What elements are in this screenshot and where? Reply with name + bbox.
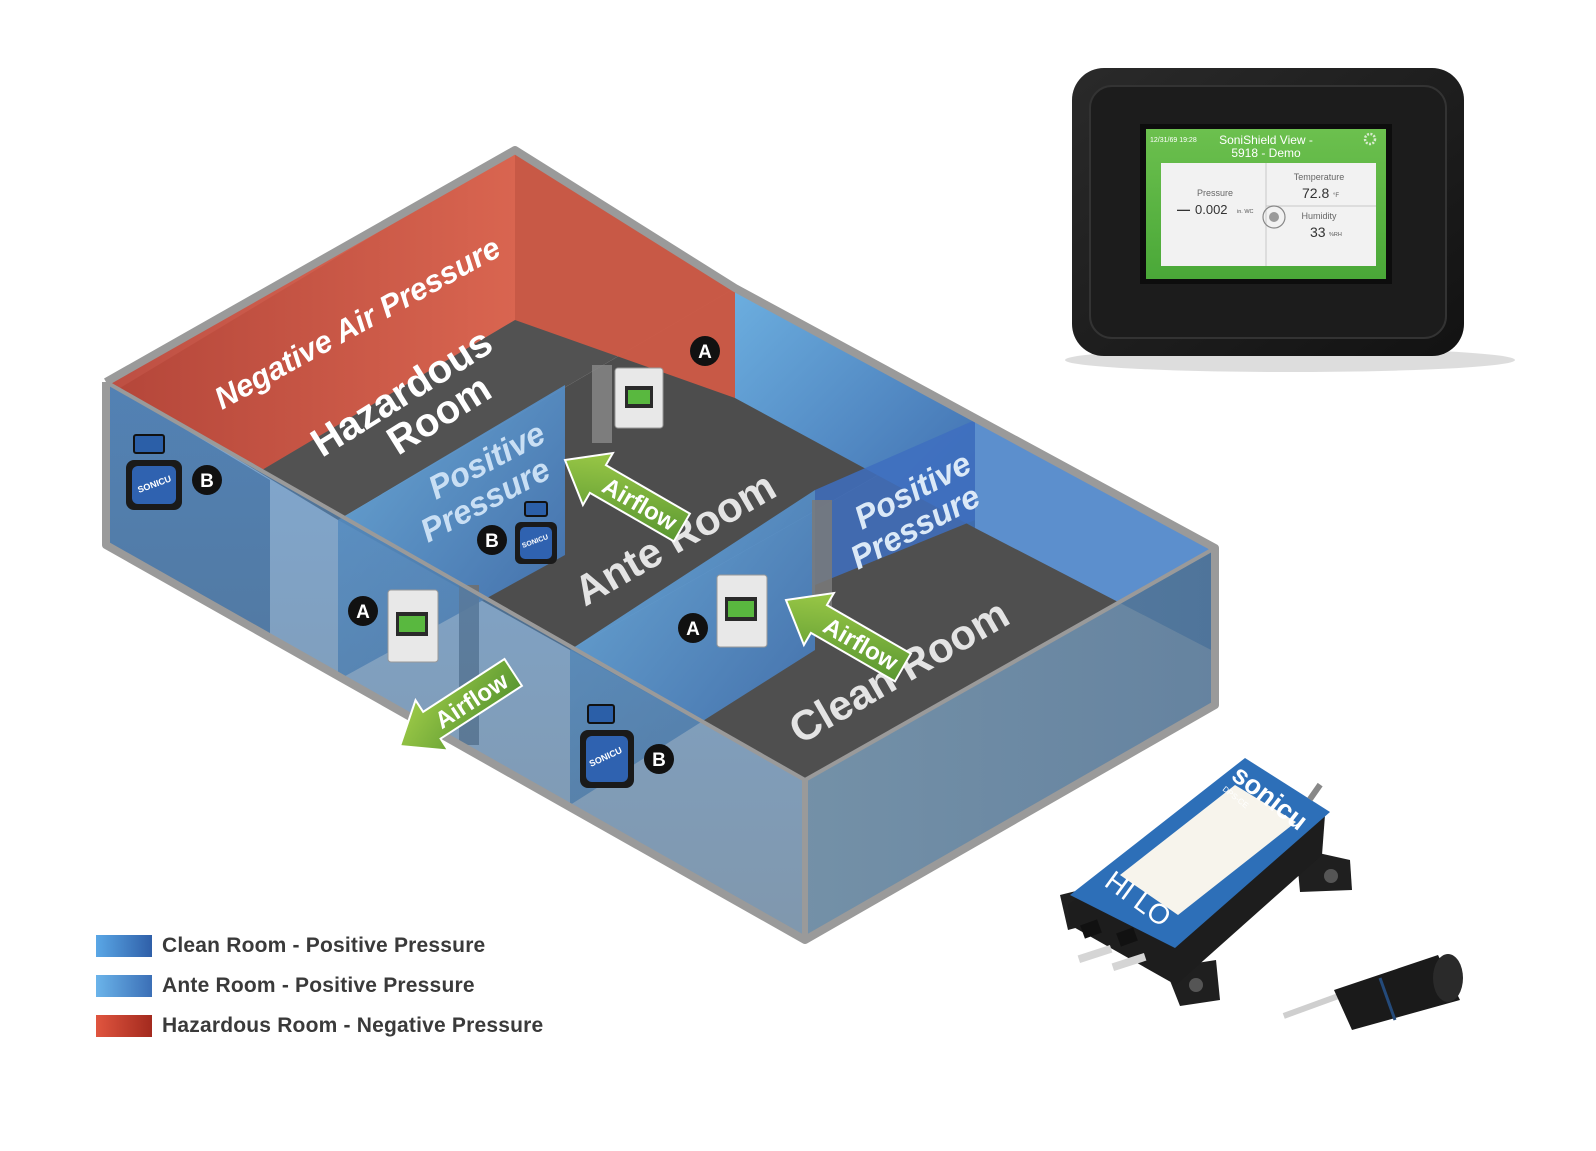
wall-display-a-hazardous — [614, 367, 664, 429]
front-wall-right — [805, 548, 1215, 940]
room-diagram: Negative Air Pressure Positive Pressure … — [102, 146, 1219, 944]
sensor-mount-hole-left — [1189, 978, 1203, 992]
legend-label-clean-room: Clean Room - Positive Pressure — [162, 934, 486, 957]
hazardous-room-back-wall-right — [515, 150, 735, 398]
audio-plug-pin — [1282, 993, 1340, 1019]
door-hazardous — [592, 365, 612, 443]
marker-b-ante: B — [477, 525, 507, 555]
building-outline — [102, 146, 1219, 944]
device-data-panel — [1161, 163, 1376, 266]
svg-text:B: B — [652, 750, 666, 771]
sensor-label-area — [1120, 785, 1296, 915]
positive-pressure-wall-right — [815, 420, 975, 585]
wall-display-a-ante — [387, 589, 439, 663]
sonicu-sensor-clean: SONICU — [580, 704, 634, 788]
sensor-port-hi — [1077, 919, 1113, 964]
humidity-label: Humidity — [1301, 211, 1337, 221]
svg-text:A: A — [686, 619, 700, 640]
legend-swatch-ante-room — [96, 975, 152, 997]
door-clean — [812, 500, 832, 620]
marker-a-hazardous: A — [690, 336, 720, 366]
building-edge-top — [105, 380, 806, 782]
svg-text:A: A — [698, 342, 712, 363]
sensor-side-pin — [1307, 782, 1323, 802]
device-timestamp: 12/31/69 19:28 — [1150, 137, 1197, 144]
legend-swatch-hazardous-room — [96, 1015, 152, 1037]
pressure-sign: — — [1177, 202, 1190, 217]
sensor-port-lo — [1111, 927, 1147, 972]
legend-label-ante-room: Ante Room - Positive Pressure — [162, 974, 475, 997]
sensor-mount-hole-right — [1324, 869, 1338, 883]
marker-a-clean: A — [678, 613, 708, 643]
svg-text:B: B — [485, 531, 499, 552]
hazardous-room-back-wall-left — [106, 150, 515, 470]
gear-icon[interactable] — [1363, 132, 1377, 146]
legend-item-hazardous-room: Hazardous Room - Negative Pressure — [96, 1014, 543, 1038]
device-title-line1: SoniShield View - — [1219, 133, 1313, 147]
building-edge-top-right — [804, 546, 1216, 782]
marker-b-hazardous: B — [192, 465, 222, 495]
temperature-label: Temperature — [1294, 172, 1345, 182]
sonicu-dps-sensor: sonicu DPS-CE HI LO — [1060, 758, 1463, 1030]
wall-display-a-clean — [716, 574, 768, 648]
legend-swatch-clean-room — [96, 935, 152, 957]
sonishield-view-device: 12/31/69 19:28 SoniShield View - 5918 - … — [1065, 68, 1515, 372]
status-indicator-icon — [1262, 205, 1286, 229]
legend-label-hazardous-room: Hazardous Room - Negative Pressure — [162, 1014, 544, 1037]
legend-item-clean-room: Clean Room - Positive Pressure — [96, 934, 543, 958]
humidity-unit: %RH — [1329, 232, 1342, 238]
sonicu-sensor-hazardous: SONICU — [126, 434, 182, 510]
legend: Clean Room - Positive Pressure Ante Room… — [96, 934, 543, 1054]
marker-b-clean: B — [644, 744, 674, 774]
humidity-value: 33 — [1310, 224, 1326, 240]
pressure-value: 0.002 — [1195, 202, 1228, 217]
sensor-audio-plug — [1282, 954, 1463, 1030]
pressure-label: Pressure — [1197, 188, 1233, 198]
audio-plug-body — [1334, 955, 1460, 1030]
audio-plug-cap — [1433, 954, 1463, 1002]
front-wall-left — [106, 382, 805, 940]
svg-text:B: B — [200, 471, 214, 492]
audio-plug-ring — [1378, 977, 1397, 1021]
pressure-unit: in. WC — [1237, 209, 1254, 215]
sonicu-sensor-ante: SONICU — [515, 501, 557, 564]
svg-text:A: A — [356, 602, 370, 623]
temperature-value: 72.8 — [1302, 185, 1329, 201]
status-indicator-dot — [1269, 212, 1279, 222]
device-title-line2: 5918 - Demo — [1231, 146, 1301, 160]
legend-item-ante-room: Ante Room - Positive Pressure — [96, 974, 543, 998]
temperature-unit: °F — [1333, 193, 1339, 199]
marker-a-ante: A — [348, 596, 378, 626]
